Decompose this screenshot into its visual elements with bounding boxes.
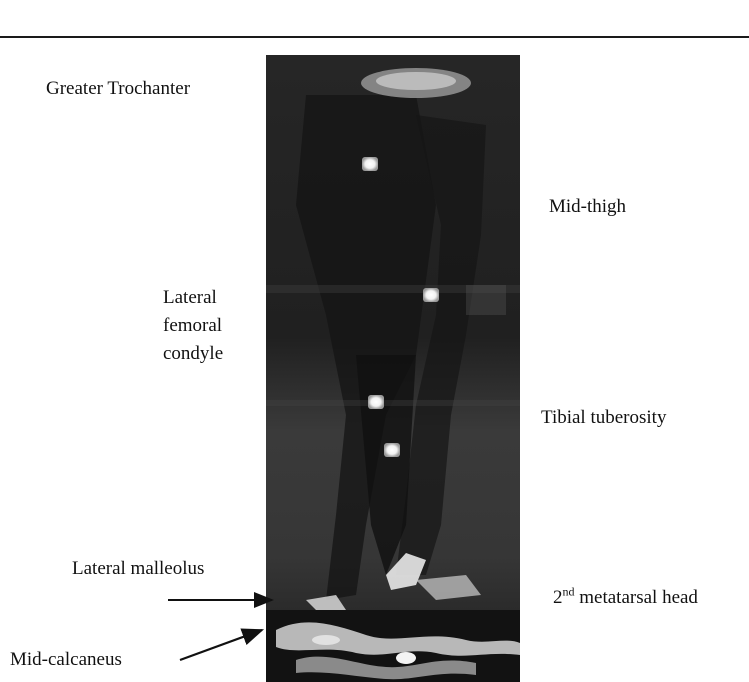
leg-marker-photograph xyxy=(266,55,520,682)
leg-photo-image xyxy=(266,55,520,682)
marker-mid-thigh xyxy=(362,157,378,171)
header-rule xyxy=(0,36,749,38)
marker-lateral-malleolus xyxy=(384,443,400,457)
arrow-mid-calcaneus xyxy=(180,630,262,660)
label-greater-trochanter: Greater Trochanter xyxy=(46,76,190,101)
metatarsal-number: 2 xyxy=(553,587,563,608)
marker-lateral-femoral-condyle xyxy=(423,288,439,302)
label-tibial-tuberosity: Tibial tuberosity xyxy=(541,405,666,430)
label-lateral-femoral-condyle: Lateral femoral condyle xyxy=(163,284,263,368)
metatarsal-ordinal-suffix: nd xyxy=(563,585,575,599)
metatarsal-text: metatarsal head xyxy=(575,587,698,608)
marker-tibial-tuberosity xyxy=(368,395,384,409)
label-2nd-metatarsal-head: 2nd metatarsal head xyxy=(553,585,698,610)
label-mid-thigh: Mid-thigh xyxy=(549,194,626,219)
label-mid-calcaneus: Mid-calcaneus xyxy=(10,647,122,672)
label-lateral-malleolus: Lateral malleolus xyxy=(72,556,204,581)
